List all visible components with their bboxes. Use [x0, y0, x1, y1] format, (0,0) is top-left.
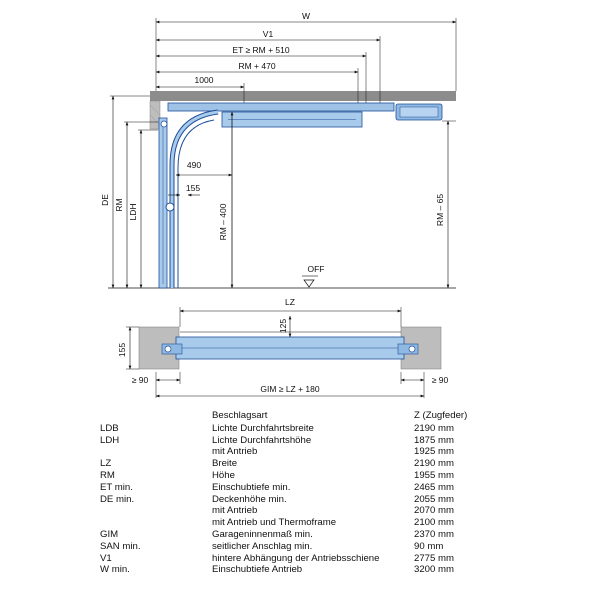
dim-ET: ET ≥ RM + 510	[232, 45, 289, 55]
row-code: DE min.	[100, 493, 135, 505]
row-value: 2465 mm	[414, 481, 454, 493]
table-row: SAN min. seitlicher Anschlag min. 90 mm	[100, 541, 520, 553]
table-row: mit Antrieb und Thermoframe 2100 mm	[100, 517, 520, 529]
row-label: Höhe	[212, 469, 235, 481]
row-value: 2100 mm	[414, 517, 454, 529]
row-code: W min.	[100, 564, 130, 576]
side-view: W V1 ET ≥ RM + 510 RM + 470 1000 490 155…	[100, 11, 457, 289]
row-label: Einschubtiefe Antrieb	[212, 564, 303, 576]
row-value: 1955 mm	[414, 469, 454, 481]
row-value: 90 mm	[414, 540, 444, 552]
dim-1000: 1000	[195, 75, 214, 85]
row-code: SAN min.	[100, 540, 141, 552]
dim-155-plan: 155	[117, 343, 127, 357]
ceiling	[150, 91, 456, 101]
dim-RM: RM	[114, 198, 124, 211]
dim-V1: V1	[263, 29, 274, 39]
garage-door-drawing: W V1 ET ≥ RM + 510 RM + 470 1000 490 155…	[100, 11, 457, 398]
table-header-row: Beschlagsart Z (Zugfeder)	[100, 410, 520, 423]
dim-RM470: RM + 470	[238, 61, 275, 71]
plan-view: LZ 125 155 ≥ 90 ≥ 90 GIM ≥ LZ + 180	[117, 297, 449, 398]
row-value: 2775 mm	[414, 552, 454, 564]
header-cell-type: Beschlagsart	[212, 410, 268, 421]
dim-GIM: GIM ≥ LZ + 180	[260, 384, 320, 394]
row-label: mit Antrieb	[212, 446, 258, 458]
label-OFF: OFF	[308, 264, 325, 274]
row-code: ET min.	[100, 481, 133, 493]
row-code: LDH	[100, 434, 120, 446]
dim-155-side: 155	[186, 183, 200, 193]
row-value: 2070 mm	[414, 505, 454, 517]
header-cell-code	[100, 410, 212, 423]
row-code: LZ	[100, 458, 112, 470]
dim-RM400: RM – 400	[218, 203, 228, 240]
table-row: DE min. Deckenhöhe min. 2055 mm	[100, 494, 520, 506]
row-code	[100, 505, 212, 517]
row-code	[100, 517, 212, 529]
row-value: 1925 mm	[414, 446, 454, 458]
row-value: 2190 mm	[414, 458, 454, 470]
dim-DE: DE	[100, 194, 110, 206]
row-label: Garageninnenmaß min.	[212, 528, 313, 540]
table-row: W min. Einschubtiefe Antrieb 3200 mm	[100, 564, 520, 576]
horizontal-rail	[167, 102, 395, 112]
row-code	[100, 446, 212, 458]
floor-level-icon	[303, 279, 315, 288]
row-value: 3200 mm	[414, 564, 454, 576]
row-label: hintere Abhängung der Antriebsschiene	[212, 552, 380, 564]
row-value: 2190 mm	[414, 422, 454, 434]
table-row: LZ Breite 2190 mm	[100, 458, 520, 470]
table-row: LDB Lichte Durchfahrtsbreite 2190 mm	[100, 423, 520, 435]
row-label: Lichte Durchfahrtsbreite	[212, 422, 314, 434]
table-row: mit Antrieb 1925 mm	[100, 446, 520, 458]
table-row: mit Antrieb 2070 mm	[100, 505, 520, 517]
header-cell-value: Z (Zugfeder)	[414, 410, 468, 421]
dim-RM65: RM – 65	[435, 194, 445, 226]
dim-W: W	[302, 11, 310, 21]
row-label: seitlicher Anschlag min.	[212, 540, 313, 552]
lintel	[149, 100, 161, 130]
right-wall	[400, 326, 442, 370]
row-value: 1875 mm	[414, 434, 454, 446]
row-label: mit Antrieb	[212, 505, 258, 517]
table-row: RM Höhe 1955 mm	[100, 470, 520, 482]
table-row: ET min. Einschubtiefe min. 2465 mm	[100, 482, 520, 494]
row-label: Lichte Durchfahrtshöhe	[212, 434, 312, 446]
table-row: V1 hintere Abhängung der Antriebsschiene 2…	[100, 553, 520, 565]
spring-shaft	[165, 202, 175, 212]
table-row: LDH Lichte Durchfahrtshöhe 1875 mm	[100, 435, 520, 447]
row-value: 2370 mm	[414, 528, 454, 540]
dim-490: 490	[187, 160, 201, 170]
curved-track	[169, 109, 219, 288]
dim-ge90-right: ≥ 90	[432, 375, 449, 385]
row-code: GIM	[100, 528, 119, 540]
row-code: RM	[100, 469, 115, 481]
row-value: 2055 mm	[414, 493, 454, 505]
row-code: V1	[100, 552, 112, 564]
row-label: Breite	[212, 458, 238, 470]
dim-125: 125	[278, 319, 288, 333]
spec-table: Beschlagsart Z (Zugfeder) LDB Lichte Durc…	[100, 410, 520, 576]
dim-ge90-left: ≥ 90	[132, 375, 149, 385]
dim-LDH: LDH	[128, 203, 138, 220]
table-row: GIM Garageninnenmaß min. 2370 mm	[100, 529, 520, 541]
dim-LZ: LZ	[285, 297, 295, 307]
row-label: mit Antrieb und Thermoframe	[212, 517, 337, 529]
row-label: Einschubtiefe min.	[212, 481, 291, 493]
row-code: LDB	[100, 422, 119, 434]
row-label: Deckenhöhe min.	[212, 493, 287, 505]
